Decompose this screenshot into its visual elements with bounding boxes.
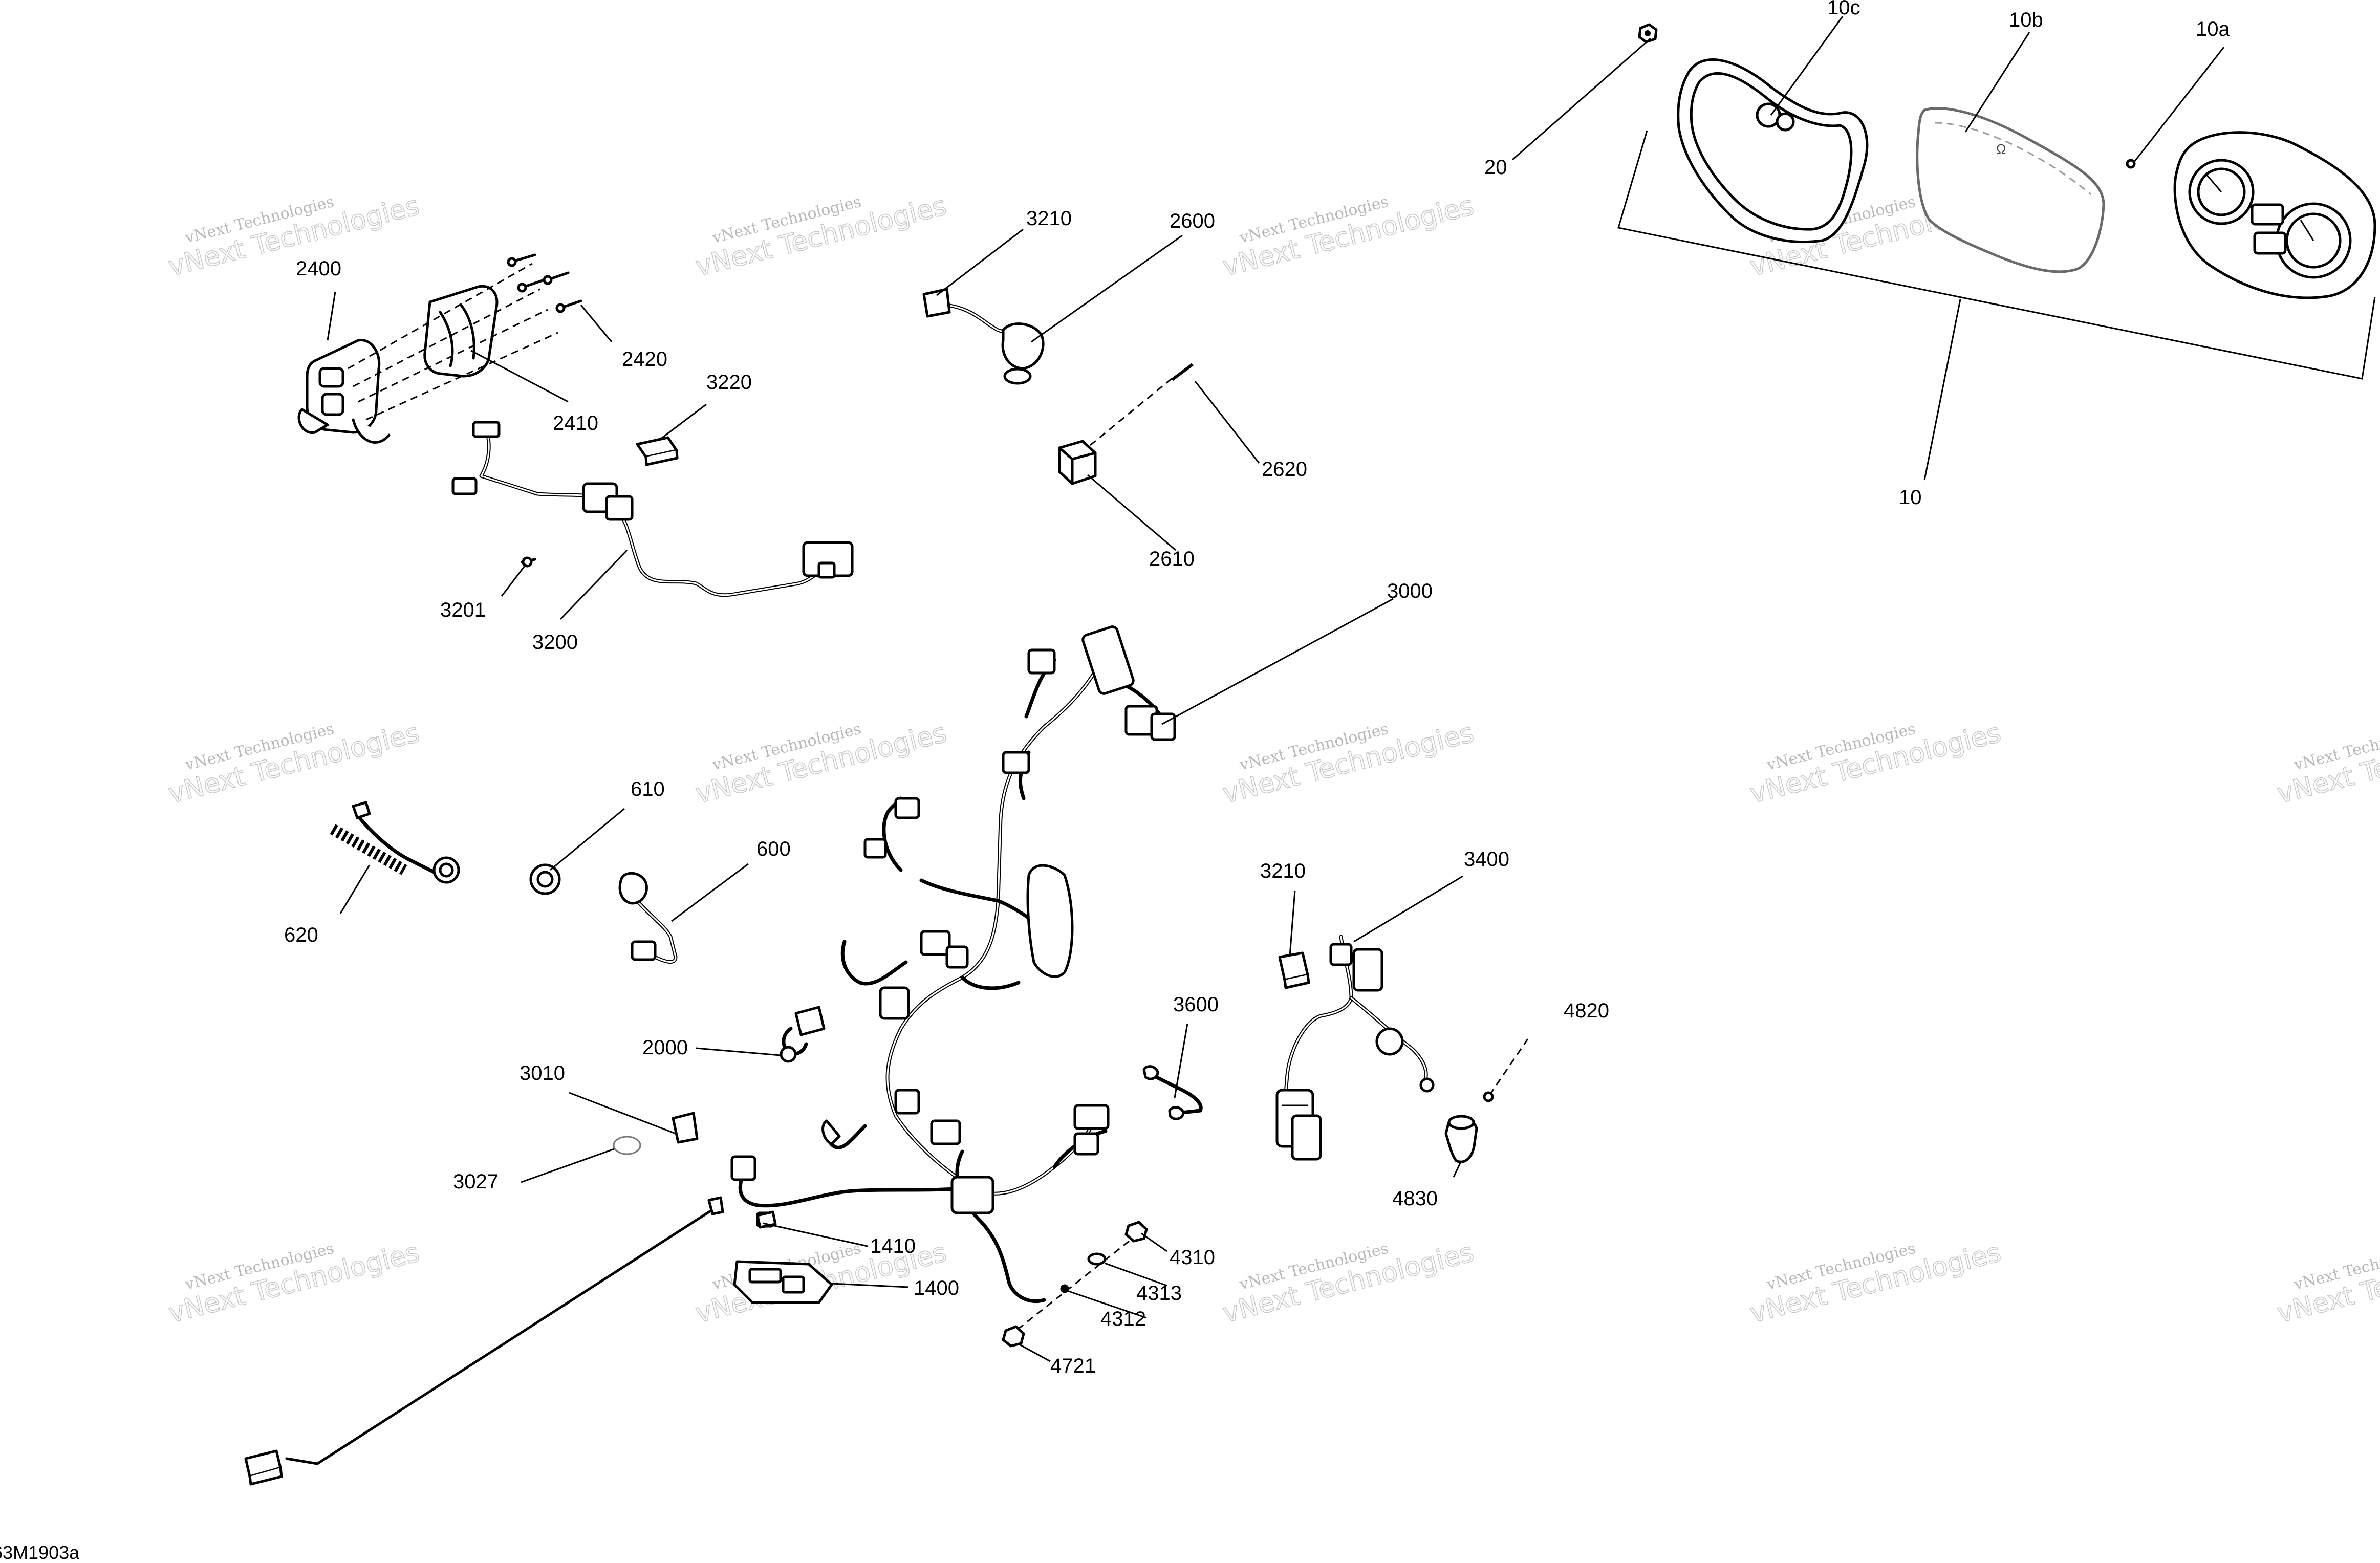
part-10c-bezel — [1677, 58, 1869, 243]
watermark: vNext Technologies vNext Technologies — [165, 190, 423, 283]
diagram-code: 263M1903a — [0, 1542, 80, 1563]
part-1400-module — [733, 1260, 833, 1304]
callout-3010: 3010 — [520, 1062, 565, 1084]
callout-2400: 2400 — [296, 257, 341, 280]
part-3010-connector — [672, 1112, 699, 1144]
callout-3000: 3000 — [1387, 580, 1433, 602]
part-3200-harness — [451, 421, 854, 597]
part-1410-clip — [756, 1210, 777, 1229]
callout-2600: 2600 — [1170, 210, 1215, 232]
callout-3220: 3220 — [706, 371, 752, 394]
callout-2420: 2420 — [622, 348, 667, 371]
callout-10: 10 — [1899, 486, 1922, 509]
part-620-coil-lead — [330, 801, 460, 884]
part-10a-gauge-assembly — [2126, 131, 2376, 299]
part-2410-housing — [423, 285, 499, 378]
part-2600-sensor — [922, 288, 1045, 385]
callout-4830: 4830 — [1392, 1187, 1438, 1210]
callout-3200: 3200 — [532, 631, 578, 654]
watermark: vNext Technologies vNext Technologies — [1746, 717, 2004, 810]
callout-3600: 3600 — [1173, 993, 1219, 1016]
screws-2420 — [348, 253, 582, 421]
watermark: vNext Technologies vNext Technologies — [165, 1236, 423, 1329]
callout-2610: 2610 — [1149, 548, 1195, 570]
fastener-stack — [1002, 1221, 1148, 1348]
part-610-grommet — [529, 863, 561, 895]
watermark: vNext Technologies vNext Technologies — [692, 717, 950, 810]
callout-20: 20 — [1484, 156, 1507, 179]
watermark: vNext Technologies vNext Technologies — [2274, 1236, 2380, 1329]
callout-4721: 4721 — [1050, 1355, 1096, 1377]
callout-4820: 4820 — [1564, 1000, 1609, 1022]
part-3210-relay — [1278, 951, 1310, 989]
watermark: vNext Technologies vNext Technologies — [165, 717, 423, 810]
part-4830-boot — [1444, 1115, 1478, 1163]
part-20-nut — [1638, 23, 1658, 44]
part-10b-lens: Ω — [1916, 107, 2105, 273]
watermark: vNext Technologies vNext Technologies — [2274, 717, 2380, 810]
watermark: vNext Technologies vNext Technologies — [1219, 717, 1477, 810]
watermark-layer: vNext Technologies vNext Technologies vN… — [165, 190, 2380, 1329]
callout-4313: 4313 — [1136, 1282, 1182, 1305]
part-3220-connector — [636, 436, 679, 466]
callout-620: 620 — [284, 924, 318, 946]
callout-2620: 2620 — [1262, 458, 1307, 481]
leader-lines — [327, 16, 2225, 1362]
callout-labels: 20 10c 10b 10a 10 2400 2420 2410 3210 26… — [284, 0, 2230, 1377]
callout-4310: 4310 — [1170, 1246, 1215, 1269]
callout-4312: 4312 — [1100, 1308, 1146, 1330]
part-600-sensor — [618, 872, 678, 964]
part-2000-sensor — [780, 1006, 826, 1063]
callout-2410: 2410 — [553, 412, 598, 435]
watermark: vNext Technologies vNext Technologies — [1219, 190, 1477, 283]
callout-2000: 2000 — [642, 1036, 688, 1059]
part-3000-main-harness — [730, 625, 1176, 1304]
callout-3201: 3201 — [440, 599, 486, 621]
part-3600-ground-strap — [1142, 1065, 1203, 1120]
callout-1400: 1400 — [914, 1277, 959, 1299]
part-2620-pin — [1090, 363, 1194, 446]
bracket-10 — [1617, 130, 2376, 380]
callout-3400: 3400 — [1464, 848, 1509, 871]
callout-610: 610 — [631, 778, 665, 800]
callout-3210-top: 3210 — [1026, 207, 1072, 230]
lens-mark-icon: Ω — [1996, 141, 2006, 157]
part-3400-harness — [1275, 935, 1435, 1161]
callout-3027: 3027 — [453, 1170, 499, 1193]
callout-10b: 10b — [2009, 9, 2043, 31]
part-3010-cable — [244, 1196, 724, 1486]
watermark: vNext Technologies vNext Technologies — [692, 190, 950, 283]
part-3027-ring — [613, 1136, 641, 1155]
part-2610-cap — [1058, 440, 1097, 485]
callout-10a: 10a — [2196, 18, 2230, 40]
callout-10c: 10c — [1827, 0, 1860, 19]
watermark: vNext Technologies vNext Technologies — [1219, 1236, 1477, 1329]
watermark: vNext Technologies vNext Technologies — [1746, 1236, 2004, 1329]
part-2400-switch — [297, 339, 391, 444]
callout-600: 600 — [756, 838, 791, 860]
callout-1410: 1410 — [870, 1235, 916, 1257]
part-4820-clip — [1483, 1038, 1529, 1102]
callout-3210-mid: 3210 — [1260, 860, 1306, 882]
